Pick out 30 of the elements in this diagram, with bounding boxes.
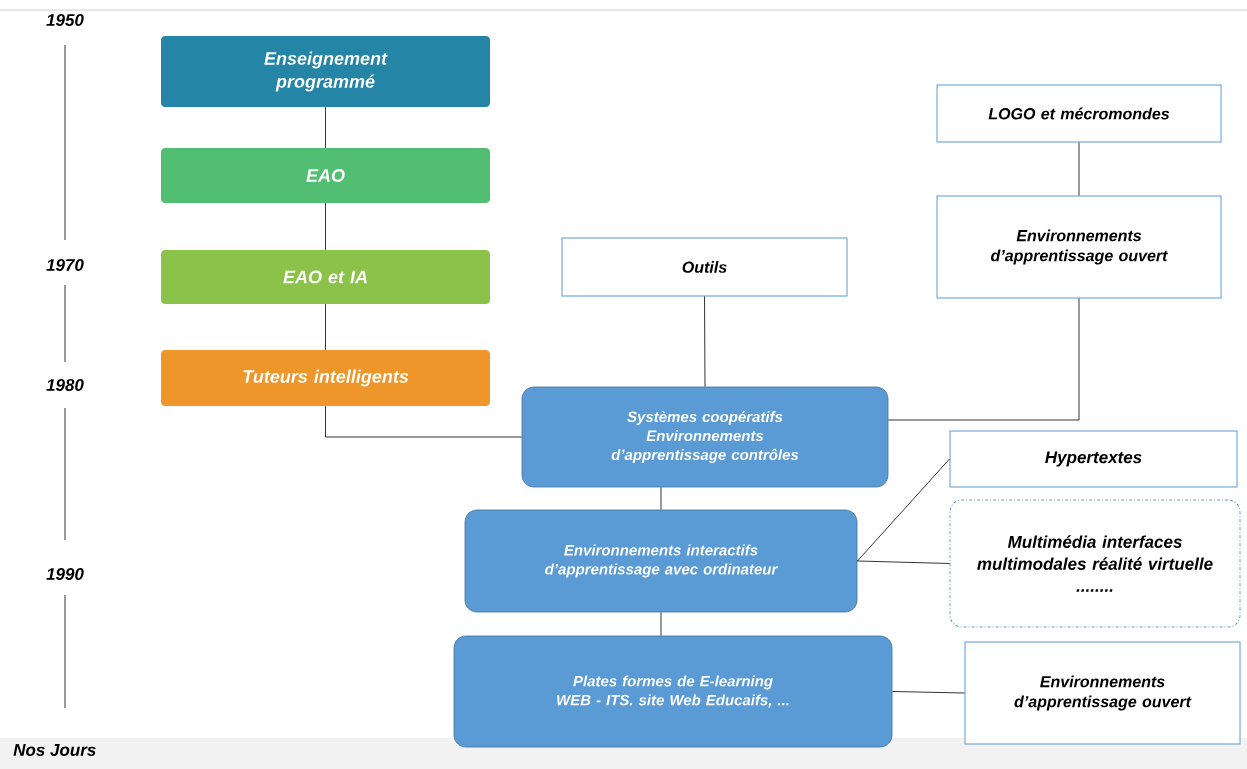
stage-box: Plates formes de E-learning WEB - ITS. site Web Educaifs, ...	[453, 635, 893, 748]
topic-box: Hypertextes	[949, 430, 1238, 488]
stage-box: Systèmes coopératifs Environnements d’apprentissage contrôles	[521, 386, 889, 488]
year-label: 1970	[46, 259, 84, 271]
connector-line	[660, 487, 662, 510]
connector-line	[325, 106, 326, 149]
era-box: Enseignement programmé	[161, 36, 490, 107]
connector-line	[857, 560, 950, 564]
year-label: 1950	[46, 13, 84, 26]
connector-line	[1078, 142, 1080, 196]
topic-box: Multimédia interfaces multimodales réalité virtuelle ........	[949, 499, 1241, 628]
connector-line	[888, 298, 1080, 421]
topic-box: Environnements d’apprentissage ouvert	[936, 195, 1222, 299]
connector-line	[660, 612, 662, 636]
era-box: EAO et IA	[161, 250, 490, 304]
connector-line	[325, 405, 522, 438]
period-label: Nos Jours	[13, 744, 96, 756]
year-label: 1990	[46, 568, 84, 580]
year-label: 1980	[46, 379, 84, 391]
stage-box: Environnements interactifs d’apprentissage avec ordinateur	[464, 509, 858, 613]
topic-box: Environnements d’apprentissage ouvert	[964, 641, 1241, 745]
connector-line	[892, 691, 965, 694]
era-box: EAO	[161, 148, 490, 203]
topic-box: LOGO et mécromondes	[936, 84, 1222, 143]
era-box: Tuteurs intelligents	[161, 350, 490, 406]
connector-line	[325, 202, 326, 251]
connector-line	[704, 296, 706, 387]
connector-line	[325, 303, 326, 351]
connector-line	[857, 458, 950, 562]
topic-box: Outils	[561, 237, 848, 297]
